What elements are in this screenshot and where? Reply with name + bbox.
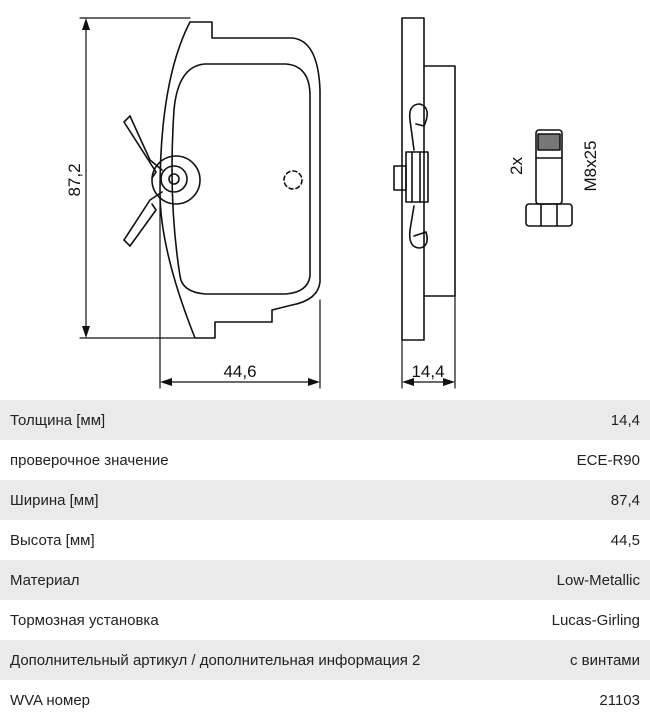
spec-label: Дополнительный артикул / дополнительная … [10,651,421,669]
spec-label: Толщина [мм] [10,411,106,429]
screw-drawing [525,129,573,227]
thickness-dimension-label: 14,4 [411,362,444,381]
spec-value: ECE-R90 [576,451,640,469]
spec-label: Высота [мм] [10,531,95,549]
technical-drawing: 87,2 44,6 14,4 2x M8x25 [65,17,600,389]
spec-label: Тормозная установка [10,611,159,629]
pad-side-view [393,17,456,341]
pad-front-view [123,21,321,339]
spec-row-material: Материал Low-Metallic [0,560,650,600]
spec-value: 14,4 [610,411,640,429]
spec-value: 21103 [599,691,640,709]
height-dimension-label: 87,2 [65,163,84,196]
width-dimension-label: 44,6 [223,362,256,381]
spec-value: Low-Metallic [556,571,640,589]
spec-row-brake-system: Тормозная установка Lucas-Girling [0,600,650,640]
screw-quantity-label: 2x [507,157,526,175]
spec-row-test-value: проверочное значение ECE-R90 [0,440,650,480]
spec-row-thickness: Толщина [мм] 14,4 [0,400,650,440]
spec-label: Ширина [мм] [10,491,99,509]
spec-value: с винтами [569,651,640,669]
spec-value: 87,4 [610,491,640,509]
spec-value: 44,5 [610,531,640,549]
dimension-lines [79,17,456,389]
spec-label: проверочное значение [10,451,169,469]
specifications-table: Толщина [мм] 14,4 проверочное значение E… [0,400,650,720]
spec-row-additional-info: Дополнительный артикул / дополнительная … [0,640,650,680]
spec-label: Материал [10,571,80,589]
spec-row-height: Высота [мм] 44,5 [0,520,650,560]
screw-size-label: M8x25 [581,140,600,191]
spec-row-wva-number: WVA номер 21103 [0,680,650,720]
spec-row-width: Ширина [мм] 87,4 [0,480,650,520]
spec-label: WVA номер [10,691,91,709]
spec-value: Lucas-Girling [551,611,640,629]
